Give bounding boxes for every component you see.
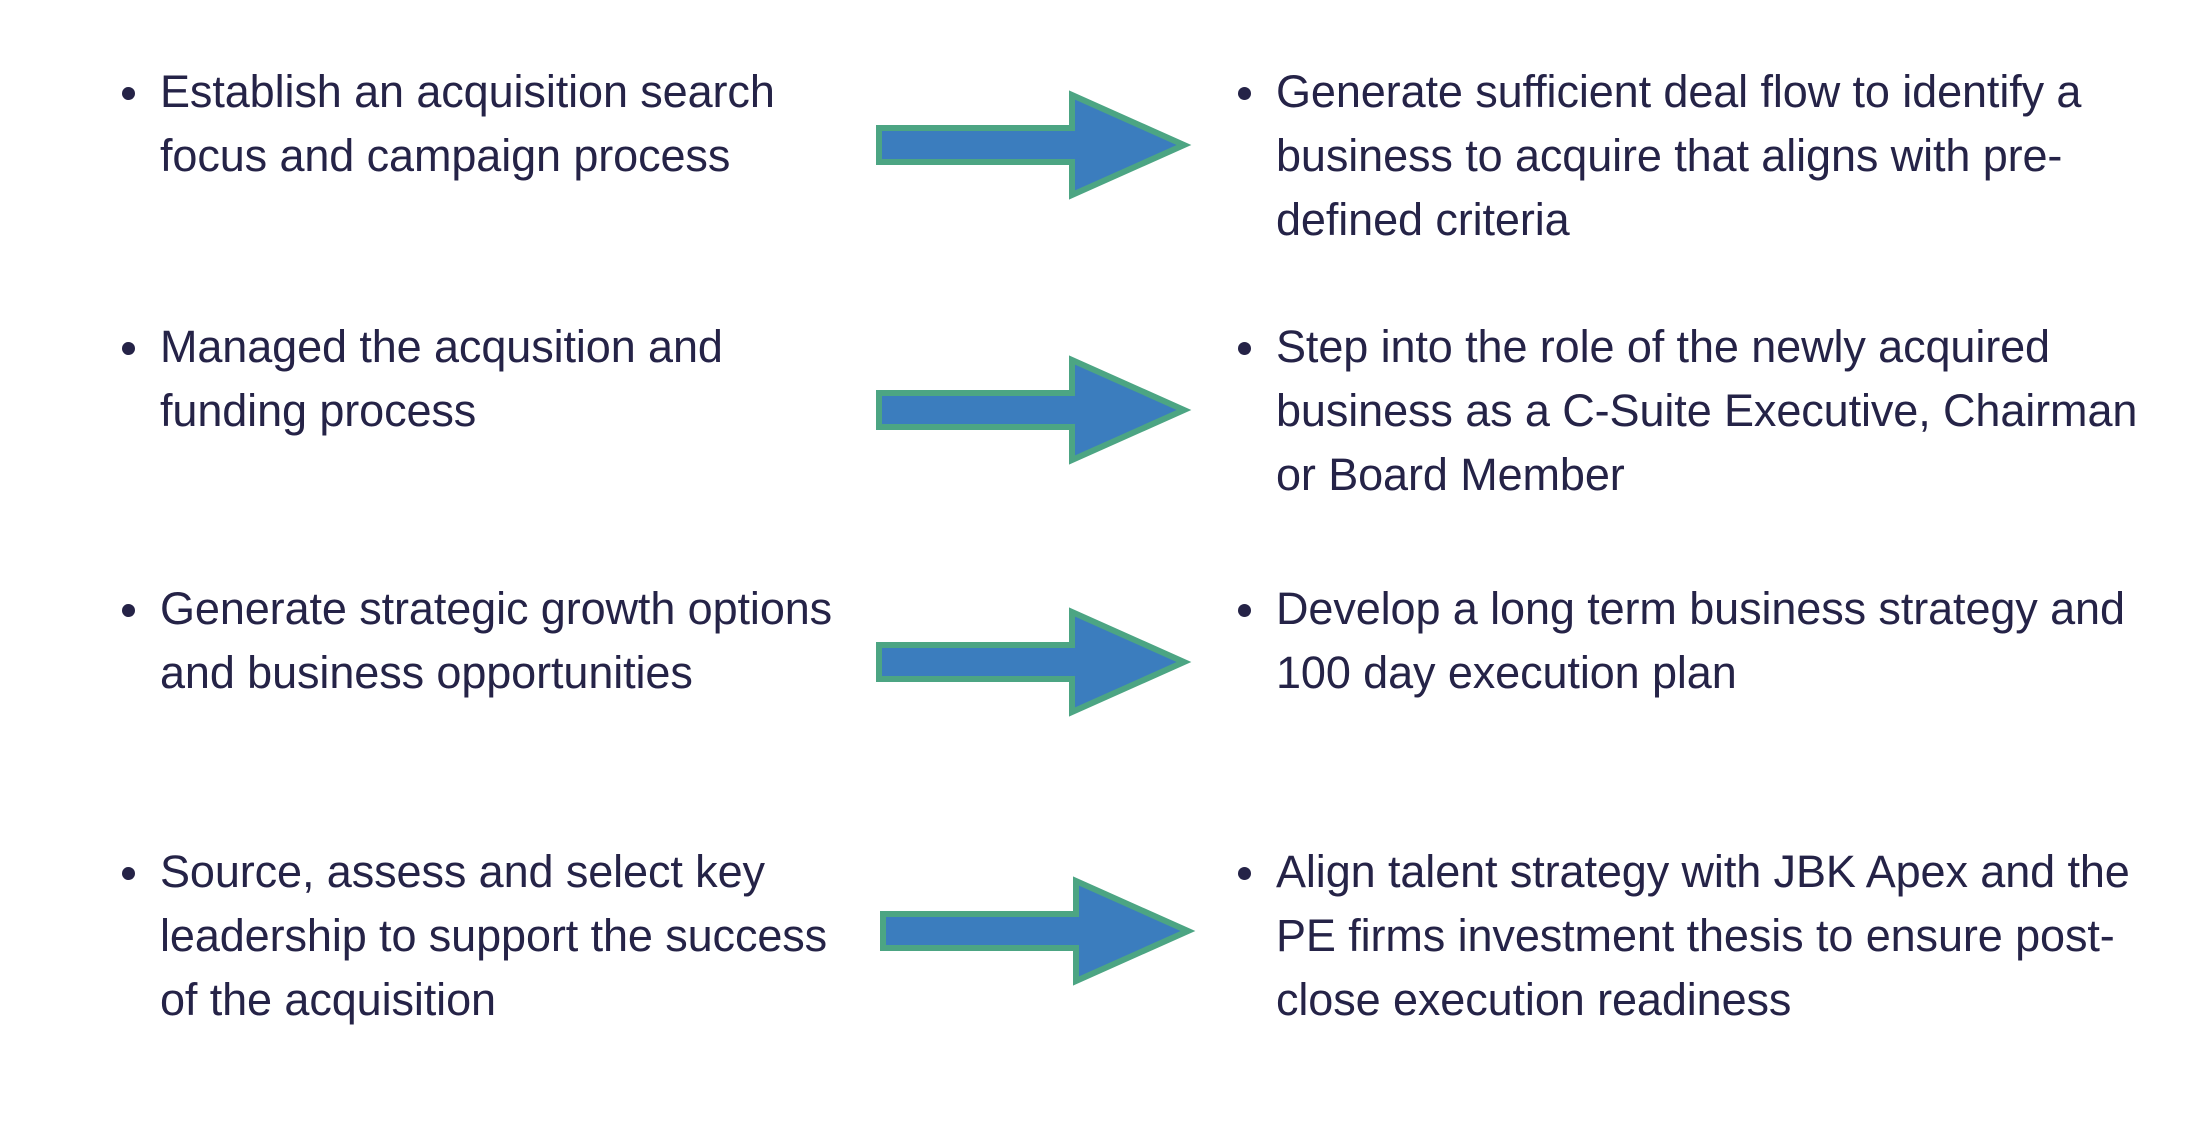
bullet-point-icon [122, 315, 160, 379]
bullet-point-icon [1238, 577, 1276, 641]
right-arrow-icon [876, 607, 1192, 717]
right-bullet-text-4: Align talent strategy with JBK Apex and … [1276, 846, 2130, 1025]
left-bullet-text-4: Source, assess and select key leadership… [160, 846, 828, 1025]
bullet-point-icon [1238, 840, 1276, 904]
flow-arrow-3 [876, 607, 1192, 717]
left-bullet-text-3: Generate strategic growth options and bu… [160, 583, 833, 698]
flow-arrow-2 [876, 355, 1192, 465]
bullet-point-icon [122, 840, 160, 904]
flow-arrow-1 [876, 90, 1192, 200]
flow-arrow-4 [880, 876, 1196, 986]
right-arrow-icon [876, 355, 1192, 465]
left-bullet-item-3: Generate strategic growth options and bu… [122, 577, 842, 705]
right-bullet-item-1: Generate sufficient deal flow to identif… [1238, 60, 2168, 252]
right-bullet-text-3: Develop a long term business strategy an… [1276, 583, 2125, 698]
right-bullet-item-2: Step into the role of the newly acquired… [1238, 315, 2168, 507]
right-bullet-item-3: Develop a long term business strategy an… [1238, 577, 2168, 705]
right-arrow-icon [876, 90, 1192, 200]
bullet-point-icon [1238, 315, 1276, 379]
bullet-point-icon [122, 60, 160, 124]
left-bullet-item-2: Managed the acqusition and funding proce… [122, 315, 842, 443]
right-bullet-item-4: Align talent strategy with JBK Apex and … [1238, 840, 2168, 1032]
right-bullet-text-1: Generate sufficient deal flow to identif… [1276, 66, 2082, 245]
left-bullet-item-1: Establish an acquisition search focus an… [122, 60, 842, 188]
right-arrow-icon [880, 876, 1196, 986]
left-bullet-item-4: Source, assess and select key leadership… [122, 840, 842, 1032]
left-bullet-text-2: Managed the acqusition and funding proce… [160, 321, 723, 436]
bullet-point-icon [122, 577, 160, 641]
left-bullet-text-1: Establish an acquisition search focus an… [160, 66, 775, 181]
right-bullet-text-2: Step into the role of the newly acquired… [1276, 321, 2138, 500]
bullet-point-icon [1238, 60, 1276, 124]
